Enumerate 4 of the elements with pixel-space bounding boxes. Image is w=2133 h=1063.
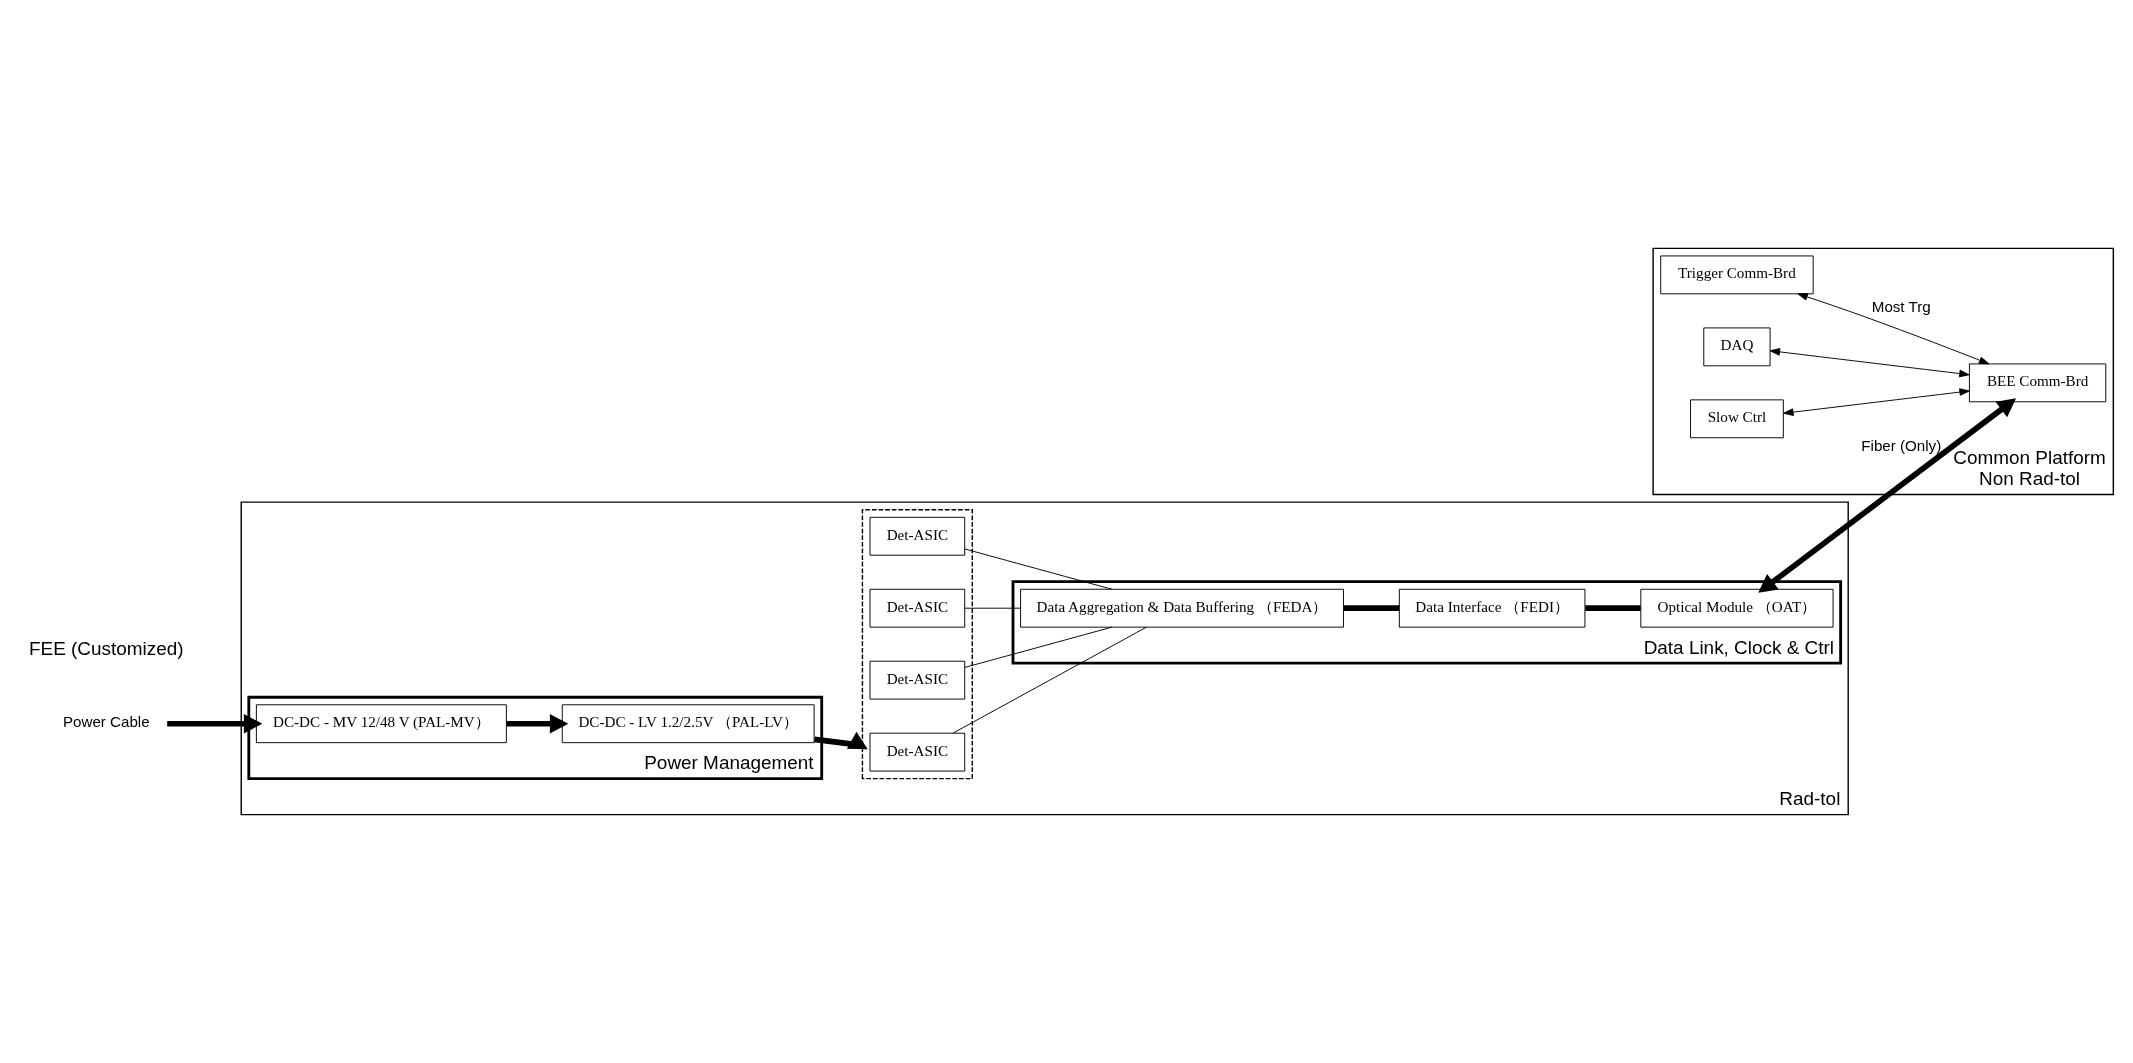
node-text: Power Cable (62, 713, 150, 731)
edge-label: Fiber (Only) (1861, 436, 1942, 454)
edge-label: Most Trg (1871, 297, 1931, 315)
node-label: FEE (Customized) (29, 637, 184, 659)
